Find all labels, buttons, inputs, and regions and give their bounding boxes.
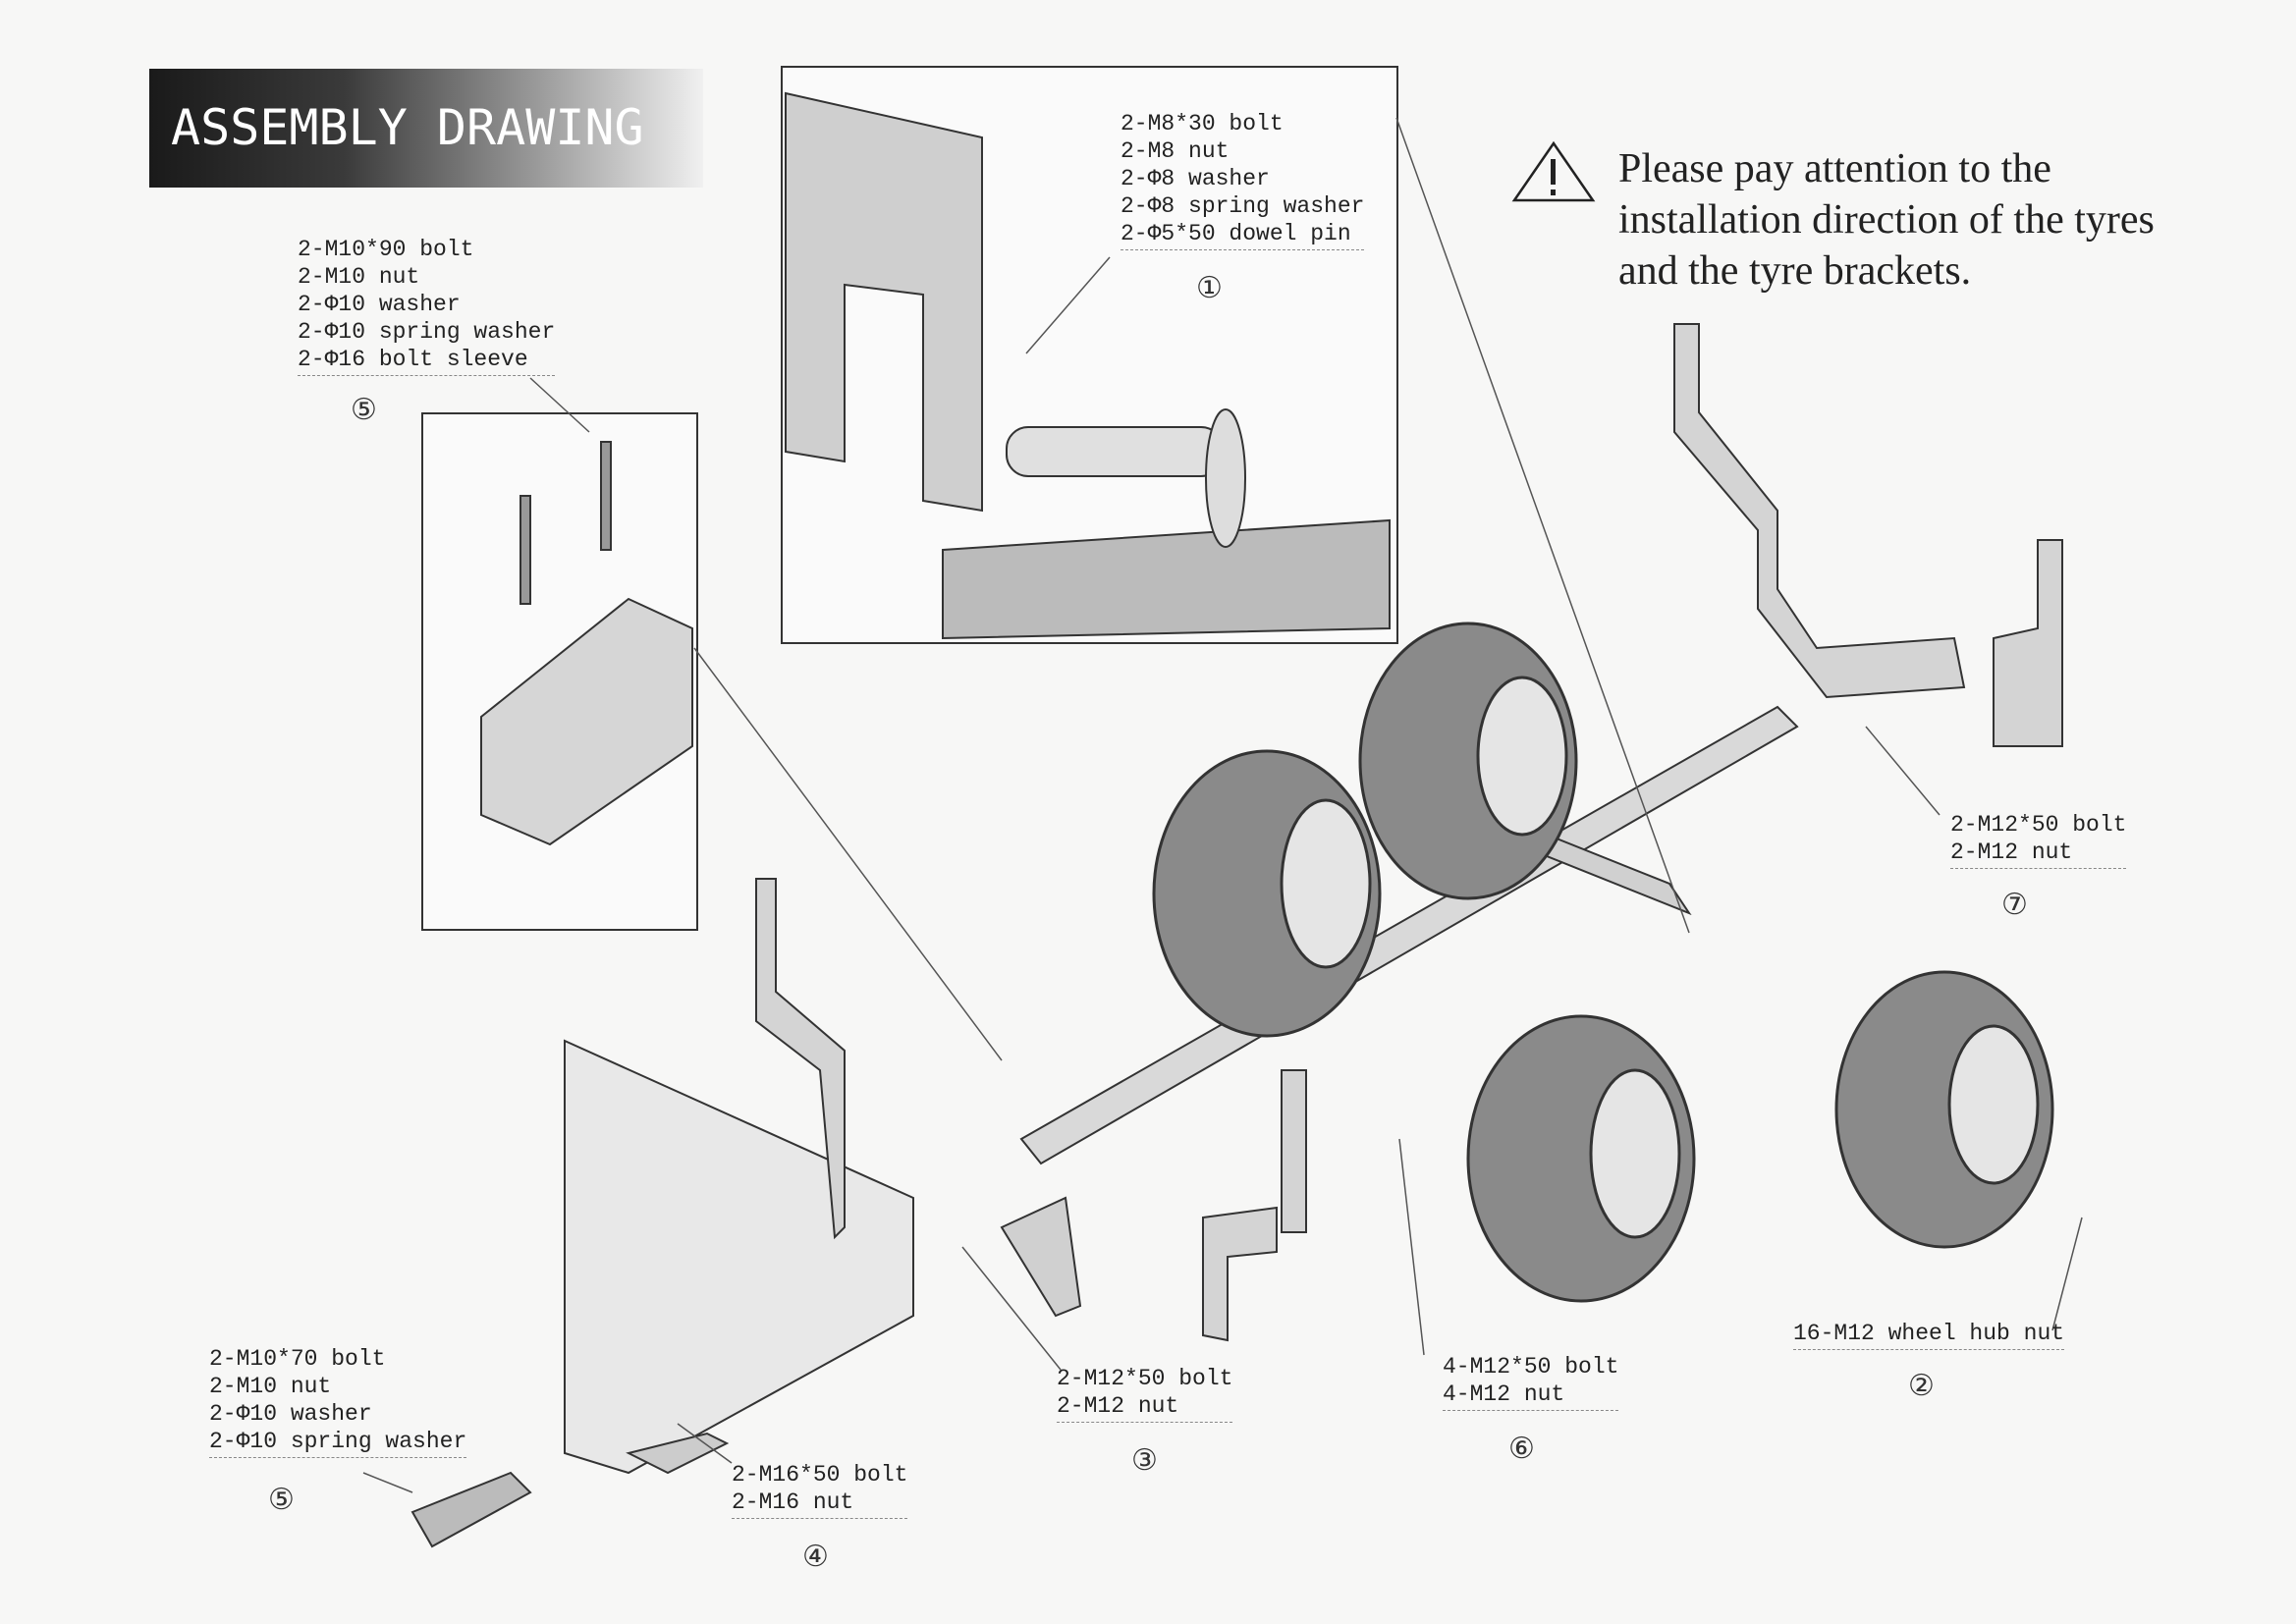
part-item: 2-M12 nut (1057, 1392, 1233, 1423)
warning-line: Please pay attention to the (1618, 146, 2051, 191)
hitch-arm (626, 1432, 730, 1475)
front-rack (564, 1039, 914, 1475)
part-item: 2-Φ8 washer (1121, 166, 1270, 191)
step-number: ④ (802, 1540, 829, 1574)
part-item: 2-Φ10 spring washer (298, 319, 556, 345)
part-item: 2-M12 nut (1950, 839, 2127, 869)
callout-1: 2-M8*30 bolt 2-M8 nut 2-Φ8 washer 2-Φ8 s… (1121, 110, 1365, 250)
title-banner: ASSEMBLY DRAWING (149, 69, 703, 188)
part-item: 2-M12*50 bolt (1057, 1366, 1233, 1391)
stake-bracket (1202, 1206, 1278, 1342)
callout-7: 2-M12*50 bolt 2-M12 nut (1950, 811, 2127, 869)
tyre-bracket (1673, 323, 1966, 699)
coupling (410, 1471, 532, 1548)
step-number: ⑦ (2001, 888, 2028, 922)
part-item: 2-M16 nut (732, 1489, 908, 1519)
part-item: 2-M12*50 bolt (1950, 812, 2127, 838)
part-item: 2-Φ5*50 dowel pin (1121, 220, 1365, 250)
part-item: 2-M10 nut (209, 1374, 332, 1399)
stake (1993, 539, 2063, 747)
part-item: 2-M10 nut (298, 264, 420, 290)
step-number: ① (1196, 271, 1223, 305)
part-item: 2-M10*70 bolt (209, 1346, 386, 1372)
drawbar (1000, 1196, 1082, 1318)
warning-note: Please pay attention to the installation… (1618, 143, 2155, 297)
part-item: 2-M16*50 bolt (732, 1462, 908, 1488)
callout-2: 16-M12 wheel hub nut (1793, 1320, 2065, 1350)
part-item: 4-M12 nut (1443, 1380, 1619, 1411)
front-stake (755, 878, 846, 1240)
part-item: 2-Φ8 spring washer (1121, 193, 1365, 219)
bolt (600, 441, 612, 551)
step-number: ③ (1131, 1443, 1158, 1478)
axle-pin (1006, 426, 1224, 477)
callout-4: 2-M16*50 bolt 2-M16 nut (732, 1461, 908, 1519)
stake (1281, 1069, 1307, 1233)
axle-plate (1205, 408, 1246, 548)
step-number: ⑤ (268, 1483, 295, 1517)
part-item: 2-M8 nut (1121, 138, 1230, 164)
step-number: ⑤ (351, 393, 377, 427)
part-item: 2-Φ10 washer (209, 1401, 372, 1427)
leader-lines (362, 117, 2083, 1493)
part-item: 2-Φ10 spring washer (209, 1428, 467, 1458)
page-title: ASSEMBLY DRAWING (171, 99, 644, 156)
part-item: 16-M12 wheel hub nut (1793, 1320, 2065, 1350)
part-item: 2-M10*90 bolt (298, 237, 474, 262)
wheels (1152, 622, 2054, 1303)
bolt (519, 495, 531, 605)
part-item: 4-M12*50 bolt (1443, 1354, 1619, 1380)
callout-5-bottom: 2-M10*70 bolt 2-M10 nut 2-Φ10 washer 2-Φ… (209, 1345, 467, 1458)
part-item: 2-M8*30 bolt (1121, 111, 1284, 136)
warning-line: installation direction of the tyres (1618, 197, 2155, 243)
callout-6: 4-M12*50 bolt 4-M12 nut (1443, 1353, 1619, 1411)
step-number: ⑥ (1508, 1432, 1535, 1466)
square-tube (480, 597, 693, 846)
warning-line: and the tyre brackets. (1618, 248, 1972, 294)
callout-5-top: 2-M10*90 bolt 2-M10 nut 2-Φ10 washer 2-Φ… (298, 236, 556, 376)
part-item: 2-Φ10 washer (298, 292, 461, 317)
step-number: ② (1908, 1369, 1935, 1403)
frame-beam (942, 518, 1391, 640)
callout-3: 2-M12*50 bolt 2-M12 nut (1057, 1365, 1233, 1423)
part-item: 2-Φ16 bolt sleeve (298, 346, 556, 376)
warning-triangle-icon (1511, 140, 1596, 202)
frame-bracket (785, 91, 983, 513)
